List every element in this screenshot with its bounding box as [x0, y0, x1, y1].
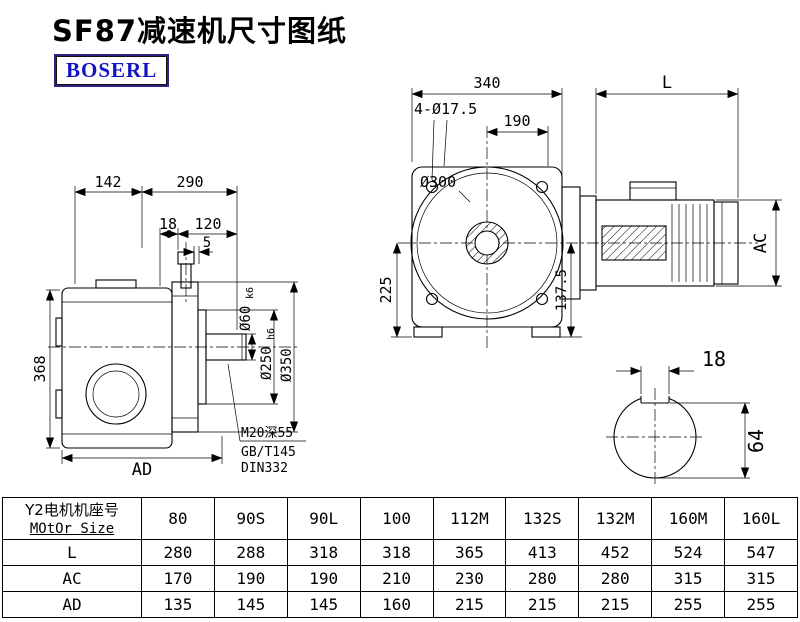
dim-120: 120 — [194, 215, 221, 233]
table-header-row: Y2电机机座号 MOtOr Size 80 90S 90L 100 112M 1… — [2, 497, 798, 540]
note-din-standard: DIN332 — [241, 461, 288, 476]
row-label-l: L — [2, 539, 142, 566]
table-header-cell: Y2电机机座号 MOtOr Size — [2, 497, 142, 540]
shaft-section-view: 18 64 — [606, 347, 768, 486]
note-gb-standard: GB/T145 — [241, 445, 296, 460]
dim-190: 190 — [503, 112, 530, 130]
dim-142: 142 — [94, 173, 121, 191]
dim-290: 290 — [176, 173, 203, 191]
dim-key-width-18: 18 — [702, 347, 726, 371]
table-cell: 315 — [651, 565, 725, 592]
dim-18: 18 — [159, 215, 177, 233]
output-shaft — [48, 333, 300, 361]
table-header-en: MOtOr Size — [29, 520, 115, 537]
table-cell: 215 — [505, 591, 580, 618]
dim-shaft-tolerance: k6 — [245, 287, 256, 299]
dim-64: 64 — [744, 429, 768, 453]
dim-spigot-tolerance: h6 — [266, 328, 277, 340]
dim-137-5: 137.5 — [554, 269, 570, 311]
col-header-112m: 112M — [432, 497, 507, 540]
dim-spigot-diameter: Ø250 — [259, 346, 275, 380]
row-label-ad: AD — [2, 591, 142, 618]
col-header-160l: 160L — [724, 497, 798, 540]
table-row-ac: AC 170 190 190 210 230 280 280 315 315 — [2, 565, 798, 592]
side-view: 142 290 18 120 5 — [31, 173, 306, 480]
col-header-80: 80 — [141, 497, 215, 540]
side-view-dimensions: 142 290 18 120 5 — [31, 173, 306, 480]
table-cell: 160 — [359, 591, 434, 618]
table-cell: 318 — [359, 539, 434, 566]
front-view-dimensions: 340 L 4-Ø17.5 190 Ø300 — [377, 73, 782, 338]
table-cell: 170 — [141, 565, 215, 592]
fan-cover — [713, 201, 739, 285]
table-row-l: L 280 288 318 318 365 413 452 524 547 — [2, 539, 798, 566]
table-cell: 315 — [724, 565, 798, 592]
table-cell: 280 — [141, 539, 215, 566]
col-header-160m: 160M — [651, 497, 725, 540]
dim-5: 5 — [203, 235, 211, 251]
dim-340: 340 — [473, 74, 500, 92]
front-view: 340 L 4-Ø17.5 190 Ø300 — [377, 73, 782, 348]
col-header-90s: 90S — [213, 497, 288, 540]
dim-shaft-diameter: Ø60 — [238, 306, 254, 331]
dim-225: 225 — [377, 276, 395, 303]
gearbox-housing — [55, 242, 195, 449]
table-cell: 190 — [286, 565, 361, 592]
table-cell: 413 — [505, 539, 580, 566]
dim-flange-circle: Ø300 — [420, 173, 456, 191]
table-cell: 210 — [359, 565, 434, 592]
dim-bolt-holes: 4-Ø17.5 — [414, 100, 477, 118]
col-header-90l: 90L — [286, 497, 361, 540]
table-cell: 215 — [432, 591, 507, 618]
table-cell: 318 — [286, 539, 361, 566]
motor — [561, 181, 739, 300]
table-cell: 452 — [578, 539, 653, 566]
technical-drawing: 142 290 18 120 5 — [31, 73, 782, 486]
col-header-132m: 132M — [578, 497, 653, 540]
table-cell: 255 — [724, 591, 798, 618]
table-cell: 145 — [286, 591, 361, 618]
table-cell: 190 — [213, 565, 288, 592]
motor-size-table: Y2电机机座号 MOtOr Size 80 90S 90L 100 112M 1… — [2, 497, 798, 618]
table-cell: 280 — [505, 565, 580, 592]
table-row-ad: AD 135 145 145 160 215 215 215 255 255 — [2, 591, 798, 618]
table-cell: 230 — [432, 565, 507, 592]
table-cell: 524 — [651, 539, 725, 566]
dim-l: L — [662, 73, 672, 93]
dim-ac: AC — [751, 233, 771, 253]
table-cell: 145 — [213, 591, 288, 618]
table-cell: 255 — [651, 591, 725, 618]
col-header-100: 100 — [359, 497, 434, 540]
dim-flange-diameter: Ø350 — [279, 348, 295, 382]
dim-ad: AD — [132, 460, 152, 480]
shaft-section-dimensions: 18 64 — [616, 347, 768, 479]
dim-368: 368 — [31, 355, 49, 382]
terminal-box — [629, 181, 677, 201]
output-flange — [171, 281, 207, 433]
table-header-cn: Y2电机机座号 — [25, 500, 119, 519]
table-cell: 365 — [432, 539, 507, 566]
mounting-flange-circle — [410, 166, 564, 320]
note-tapped-hole: M20深55 — [241, 426, 293, 441]
table-cell: 547 — [724, 539, 798, 566]
brand-logo: BOSERL — [53, 54, 170, 87]
table-cell: 280 — [578, 565, 653, 592]
table-cell: 135 — [141, 591, 215, 618]
page-title: SF87减速机尺寸图纸 — [52, 14, 348, 48]
table-cell: 288 — [213, 539, 288, 566]
col-header-132s: 132S — [505, 497, 580, 540]
table-cell: 215 — [578, 591, 653, 618]
housing-front — [398, 126, 758, 348]
row-label-ac: AC — [2, 565, 142, 592]
